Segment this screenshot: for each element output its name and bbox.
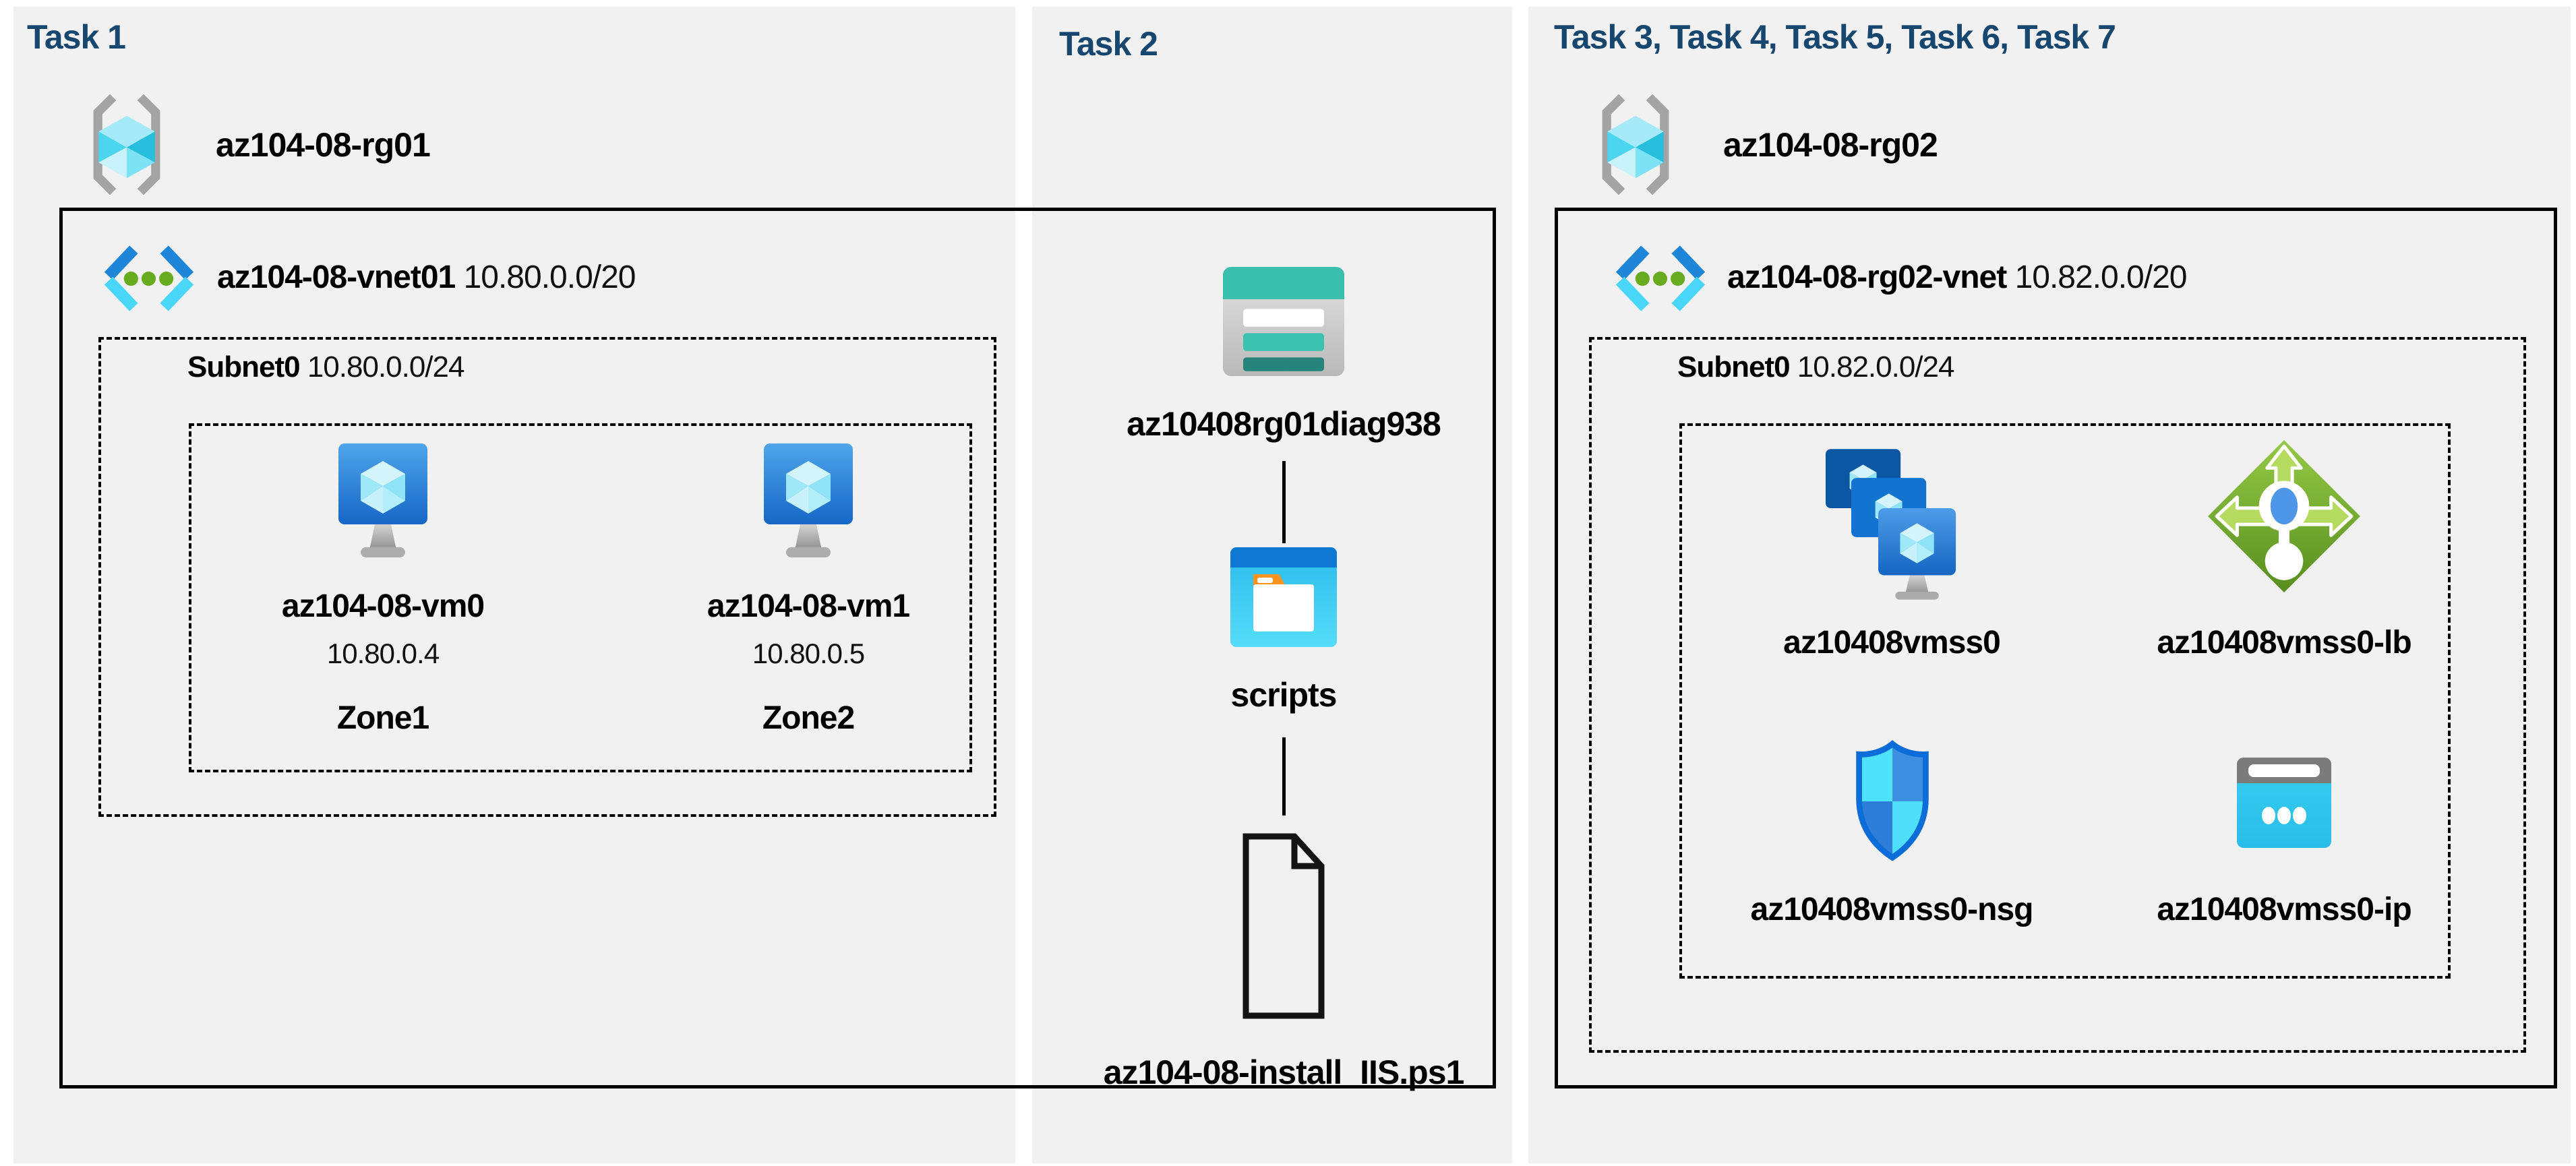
vnet2-name: az104-08-rg02-vnet: [1727, 259, 2007, 295]
subnet0-name: Subnet0: [187, 350, 301, 383]
subnet0-boundary-rg02: [1589, 337, 2526, 1053]
panel-task3: [1528, 7, 2571, 1163]
vnet1-cidr: 10.80.0.0/20: [463, 259, 636, 295]
blob-container-icon: [1230, 547, 1337, 647]
subnet0-label-rg02: Subnet0 10.82.0.0/24: [1677, 350, 1954, 384]
vnet2-label: az104-08-rg02-vnet 10.82.0.0/20: [1727, 259, 2188, 296]
subnet0-cidr: 10.80.0.0/24: [307, 350, 465, 383]
task1-title: Task 1: [27, 18, 126, 56]
vnet1-label: az104-08-vnet01 10.80.0.0/20: [217, 259, 636, 296]
subnet0-rg02-name: Subnet0: [1677, 350, 1791, 383]
rg02-boundary: [1555, 208, 2557, 1088]
connector-line: [1282, 737, 1286, 816]
powershell-file-icon: [1242, 833, 1325, 1019]
virtual-machine-icon: [336, 442, 430, 562]
vm1-zone-label: Zone2: [762, 700, 855, 736]
public-ip-icon: [2237, 758, 2331, 848]
nsg-label: az10408vmss0-nsg: [1750, 892, 2034, 927]
vmss-resources-boundary: [1679, 423, 2451, 979]
panel-task1: [13, 7, 1015, 1163]
script-file-label: az104-08-install_IIS.ps1: [1103, 1053, 1465, 1091]
subnet0-boundary-rg01: [98, 337, 996, 817]
task2-title: Task 2: [1059, 25, 1158, 63]
task3-title: Task 3, Task 4, Task 5, Task 6, Task 7: [1554, 18, 2116, 56]
connector-line: [1282, 461, 1286, 543]
vm0-name-label: az104-08-vm0: [281, 588, 485, 624]
nsg-shield-icon: [1849, 739, 1936, 864]
vnet1-name: az104-08-vnet01: [217, 259, 456, 295]
vnet2-cidr: 10.82.0.0/20: [2014, 259, 2188, 295]
load-balancer-icon: [2206, 438, 2362, 594]
rg02-label: az104-08-rg02: [1723, 126, 1938, 164]
subnet0-label-rg01: Subnet0 10.80.0.0/24: [187, 350, 465, 384]
load-balancer-label: az10408vmss0-lb: [2157, 625, 2412, 661]
vm1-name-label: az104-08-vm1: [707, 588, 910, 624]
vnet-icon: [1611, 243, 1710, 314]
vmss-icon: [1824, 445, 1959, 600]
container-label: scripts: [1230, 676, 1338, 714]
subnet0-rg02-cidr: 10.82.0.0/24: [1797, 350, 1955, 383]
vmss-label: az10408vmss0: [1783, 625, 2001, 661]
vm0-ip-label: 10.80.0.4: [326, 638, 440, 669]
storage-account-icon: [1223, 267, 1344, 376]
resource-group-icon: [89, 93, 164, 196]
virtual-machine-icon: [761, 442, 856, 562]
storage-account-label: az10408rg01diag938: [1127, 405, 1441, 443]
rg01-boundary: [59, 208, 1496, 1088]
rg01-label: az104-08-rg01: [216, 126, 431, 164]
vm-zones-boundary: [189, 423, 972, 772]
vm0-zone-label: Zone1: [336, 700, 429, 736]
vm1-ip-label: 10.80.0.5: [752, 638, 865, 669]
public-ip-label: az10408vmss0-ip: [2157, 892, 2412, 927]
resource-group-icon: [1598, 93, 1673, 196]
vnet-icon: [100, 243, 198, 314]
